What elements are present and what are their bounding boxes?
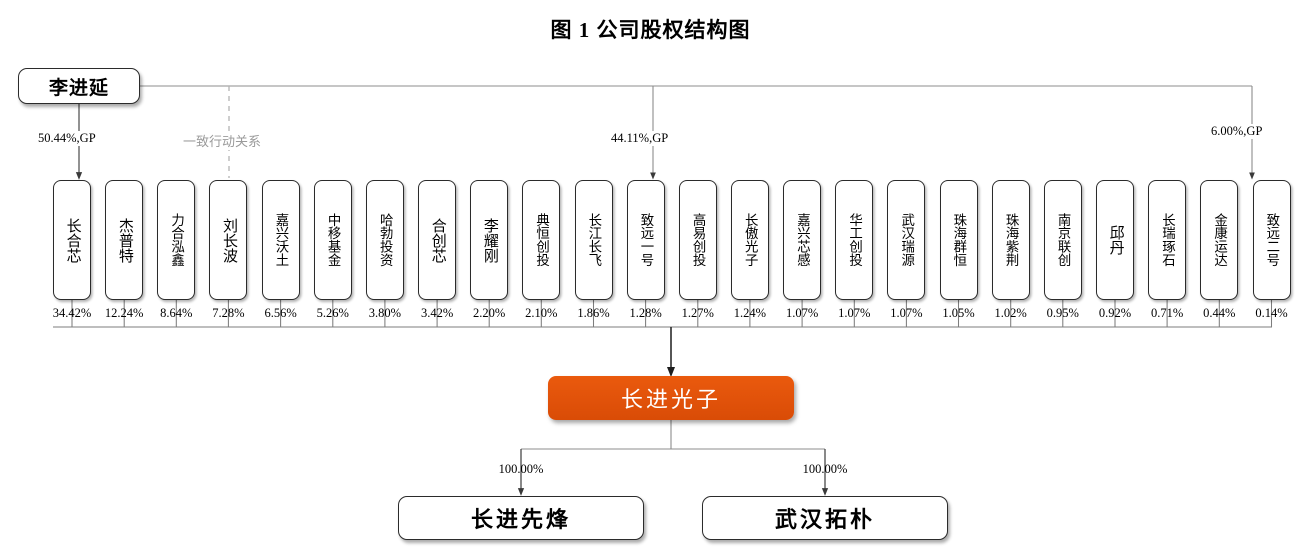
shareholder-box[interactable]: 杰普特 (105, 180, 144, 300)
shareholder-box[interactable]: 邱丹 (1096, 180, 1134, 300)
subsidiary-box-left[interactable]: 长进先烽 (398, 496, 644, 540)
shareholder-percent: 0.44% (1203, 306, 1236, 320)
shareholder-label: 致远二号 (1264, 213, 1280, 267)
shareholder-label: 珠海群恒 (951, 213, 967, 267)
shareholder-percent: 2.10% (525, 306, 558, 320)
shareholder-label: 嘉兴芯感 (794, 213, 810, 267)
shareholder-box[interactable]: 武汉瑞源 (887, 180, 926, 300)
edge-label-concerted-action: 一致行动关系 (180, 131, 265, 150)
shareholder-label: 哈勃投资 (377, 213, 393, 267)
shareholder-box[interactable]: 刘长波 (209, 180, 248, 300)
shareholder-percent: 12.24% (104, 306, 144, 320)
shareholder-box[interactable]: 长瑞琢石 (1148, 180, 1187, 300)
shareholder-percent: 1.27% (681, 306, 714, 320)
subsidiary-box-right[interactable]: 武汉拓朴 (702, 496, 948, 540)
shareholder-box[interactable]: 哈勃投资 (365, 180, 404, 300)
shareholder-box[interactable]: 致远一号 (626, 180, 665, 300)
shareholder-percent: 1.07% (838, 306, 871, 320)
shareholder-percent: 1.24% (733, 306, 767, 320)
shareholder-percent: 0.92% (1098, 306, 1132, 320)
shareholder-percent: 2.20% (473, 306, 506, 320)
shareholder-percent: 7.28% (212, 306, 245, 320)
subsidiary-pct-right: 100.00% (802, 462, 848, 476)
shareholder-box[interactable]: 力合泓鑫 (157, 180, 196, 300)
shareholder-label: 南京联创 (1055, 213, 1071, 267)
shareholder-percent: 8.64% (160, 306, 193, 320)
company-box[interactable]: 长进光子 (548, 376, 794, 420)
shareholder-label: 李耀刚 (481, 217, 498, 263)
shareholder-label: 力合泓鑫 (169, 213, 185, 267)
shareholder-percent: 5.26% (316, 306, 349, 320)
shareholder-label: 嘉兴沃土 (273, 213, 289, 267)
shareholder-box[interactable]: 典恒创投 (522, 180, 561, 300)
shareholder-label: 邱丹 (1107, 225, 1124, 255)
company-label: 长进光子 (620, 387, 721, 412)
shareholder-percent: 3.80% (368, 306, 402, 320)
subsidiary-label-left: 长进先烽 (470, 507, 571, 532)
edge-label-gp-middle: 44.11%,GP (609, 131, 671, 146)
page-title: 图 1 公司股权结构图 (550, 18, 751, 42)
shareholder-box[interactable]: 珠海紫荆 (991, 180, 1030, 300)
shareholder-label: 典恒创投 (534, 213, 550, 267)
shareholder-percent: 1.28% (629, 306, 662, 320)
shareholder-label: 长江长飞 (586, 213, 602, 267)
shareholder-label: 武汉瑞源 (899, 213, 915, 267)
shareholder-label: 中移基金 (325, 213, 341, 267)
shareholder-label: 长瑞琢石 (1159, 213, 1175, 267)
shareholder-percent: 0.95% (1046, 306, 1079, 320)
shareholder-percent: 3.42% (420, 306, 454, 320)
shareholder-box[interactable]: 金康运达 (1200, 180, 1239, 300)
root-person-box[interactable]: 李进延 (18, 68, 140, 104)
shareholder-box[interactable]: 李耀刚 (470, 180, 509, 300)
shareholder-box[interactable]: 长江长飞 (574, 180, 613, 300)
shareholder-percent: 0.14% (1255, 306, 1288, 320)
shareholder-percent: 1.86% (577, 306, 610, 320)
shareholder-percent: 1.05% (942, 306, 975, 320)
shareholder-box[interactable]: 嘉兴芯感 (783, 180, 822, 300)
shareholder-label: 长合芯 (64, 217, 81, 263)
edge-label-gp-left: 50.44%,GP (36, 131, 98, 146)
shareholder-box[interactable]: 南京联创 (1043, 180, 1082, 300)
shareholder-box[interactable]: 珠海群恒 (939, 180, 978, 300)
shareholder-percent: 34.42% (52, 306, 92, 320)
shareholder-percent: 6.56% (264, 306, 297, 320)
shareholder-box[interactable]: 嘉兴沃土 (261, 180, 300, 300)
shareholder-label: 高易创投 (690, 213, 706, 267)
shareholder-box[interactable]: 合创芯 (418, 180, 457, 300)
shareholder-box[interactable]: 长合芯 (53, 180, 91, 300)
shareholder-label: 合创芯 (429, 217, 446, 263)
edge-label-gp-right: 6.00%,GP (1209, 124, 1265, 139)
shareholder-label: 刘长波 (221, 217, 238, 263)
shareholder-box[interactable]: 长傲光子 (730, 180, 769, 300)
shareholder-percent: 1.07% (785, 306, 819, 320)
shareholder-percent: 1.02% (994, 306, 1027, 320)
shareholder-label: 华工创投 (847, 213, 863, 267)
shareholder-label: 杰普特 (116, 217, 133, 263)
shareholder-box[interactable]: 高易创投 (678, 180, 717, 300)
shareholder-label: 金康运达 (1212, 213, 1228, 267)
shareholder-box[interactable]: 致远二号 (1252, 180, 1291, 300)
shareholder-percent: 0.71% (1150, 306, 1184, 320)
shareholder-label: 致远一号 (638, 213, 654, 267)
shareholder-label: 珠海紫荆 (1003, 213, 1019, 267)
shareholder-percent: 1.07% (890, 306, 923, 320)
root-person-label: 李进延 (48, 77, 109, 99)
subsidiary-label-right: 武汉拓朴 (774, 507, 875, 532)
shareholder-box[interactable]: 华工创投 (835, 180, 874, 300)
shareholder-box[interactable]: 中移基金 (313, 180, 352, 300)
subsidiary-pct-left: 100.00% (498, 462, 544, 476)
shareholder-label: 长傲光子 (742, 213, 758, 267)
